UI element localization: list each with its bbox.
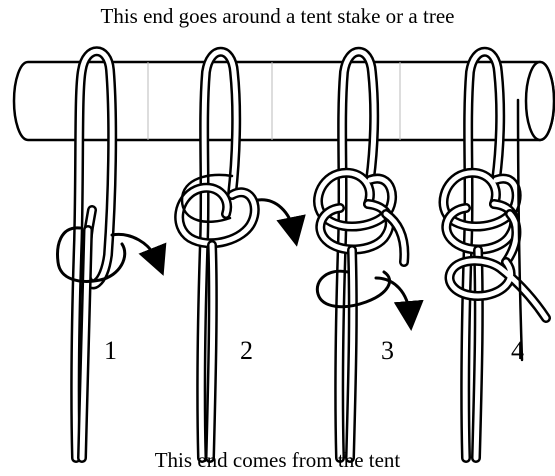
pole bbox=[12, 60, 555, 142]
step-2-label: 2 bbox=[240, 336, 253, 365]
step-3-knot bbox=[313, 47, 424, 463]
step-4-knot bbox=[438, 47, 551, 463]
step-2-knot bbox=[174, 47, 306, 463]
step-3-label: 3 bbox=[381, 336, 394, 365]
top-caption: This end goes around a tent stake or a t… bbox=[100, 4, 455, 28]
bottom-caption: This end comes from the tent bbox=[154, 448, 401, 472]
step-1-knot bbox=[56, 46, 167, 463]
step-4-label: 4 bbox=[511, 336, 524, 365]
step-1-label: 1 bbox=[104, 336, 117, 365]
